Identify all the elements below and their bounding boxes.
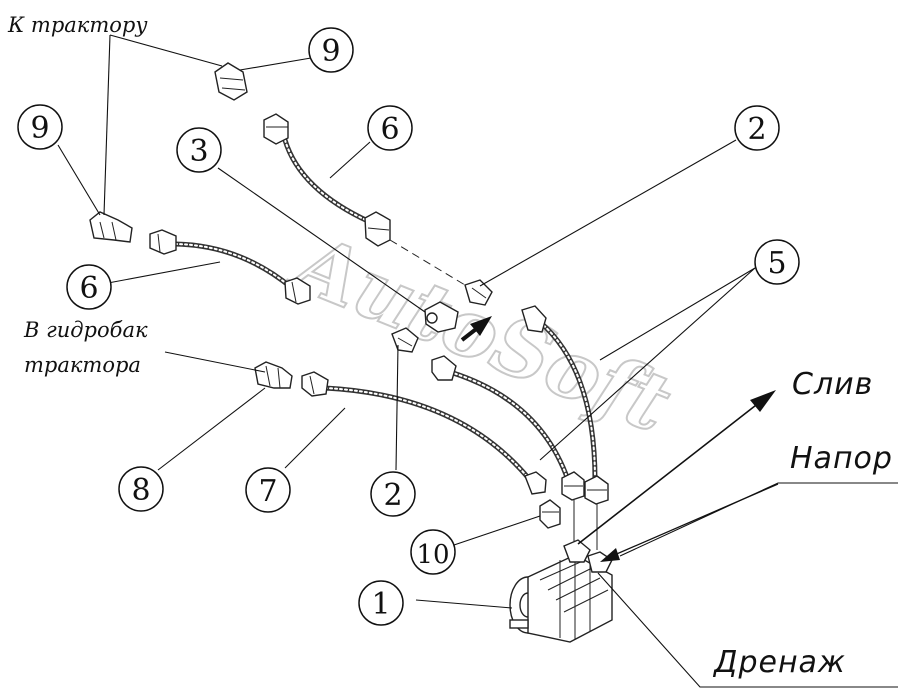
svg-text:2: 2	[383, 478, 402, 513]
svg-text:9: 9	[321, 34, 340, 69]
fitting-6-lower-end	[284, 277, 311, 305]
flow-arrow	[460, 316, 492, 342]
leader-lines	[57, 34, 898, 688]
label-to-tank-line2: трактора	[24, 353, 141, 377]
fitting-tee-2-upper	[464, 279, 493, 306]
callout-9-upper: 9	[308, 27, 354, 73]
fitting-3-elbow	[424, 301, 459, 333]
label-drain-out: Слив	[792, 367, 873, 402]
fitting-5-left-end	[561, 471, 585, 501]
hose-5-left	[447, 369, 571, 483]
svg-text:1: 1	[371, 587, 390, 622]
hose-5-right	[537, 319, 598, 483]
label-to-tank-line1: В гидробак	[23, 318, 148, 342]
fitting-7-end	[524, 471, 547, 495]
fitting-7-start	[301, 371, 329, 397]
hose-6-upper	[282, 137, 373, 225]
fitting-9-upper-b	[263, 113, 289, 145]
hose-7	[322, 385, 533, 483]
svg-text:3: 3	[189, 134, 208, 169]
svg-text:8: 8	[131, 473, 150, 508]
label-drain: Дренаж	[712, 645, 846, 680]
svg-text:7: 7	[258, 474, 277, 509]
label-pressure: Напор	[790, 441, 893, 476]
svg-text:5: 5	[767, 246, 786, 281]
pump-body	[509, 539, 613, 643]
callout-3: 3	[176, 127, 222, 173]
callout-6-lower: 6	[66, 264, 112, 310]
fitting-5-right-start	[521, 305, 547, 333]
callout-9-left: 9	[17, 104, 63, 150]
callout-6-upper: 6	[367, 105, 413, 151]
callout-5: 5	[754, 239, 800, 285]
fitting-6-lower-start	[149, 229, 177, 255]
fitting-8	[254, 361, 293, 389]
fitting-10	[539, 499, 561, 529]
drain-out-arrow	[577, 390, 776, 545]
callout-2-lower: 2	[370, 471, 416, 517]
fitting-6-upper-end	[364, 211, 391, 247]
callout-1: 1	[358, 580, 404, 626]
fitting-9-upper	[214, 62, 248, 101]
fitting-5-right-end	[584, 475, 609, 505]
assembly-dash-line	[389, 239, 471, 289]
hose-6-lower	[172, 241, 295, 291]
label-to-tractor: К трактору	[7, 13, 148, 37]
svg-text:10: 10	[416, 540, 449, 570]
svg-text:9: 9	[30, 111, 49, 146]
svg-text:6: 6	[79, 271, 98, 306]
fitting-9-left	[89, 211, 133, 243]
fitting-5-left-start	[431, 355, 457, 381]
callout-7: 7	[245, 467, 291, 513]
svg-text:6: 6	[380, 112, 399, 147]
callout-8: 8	[118, 466, 164, 512]
svg-text:2: 2	[747, 112, 766, 147]
callout-10: 10	[410, 529, 456, 575]
callout-2-upper: 2	[734, 105, 780, 151]
